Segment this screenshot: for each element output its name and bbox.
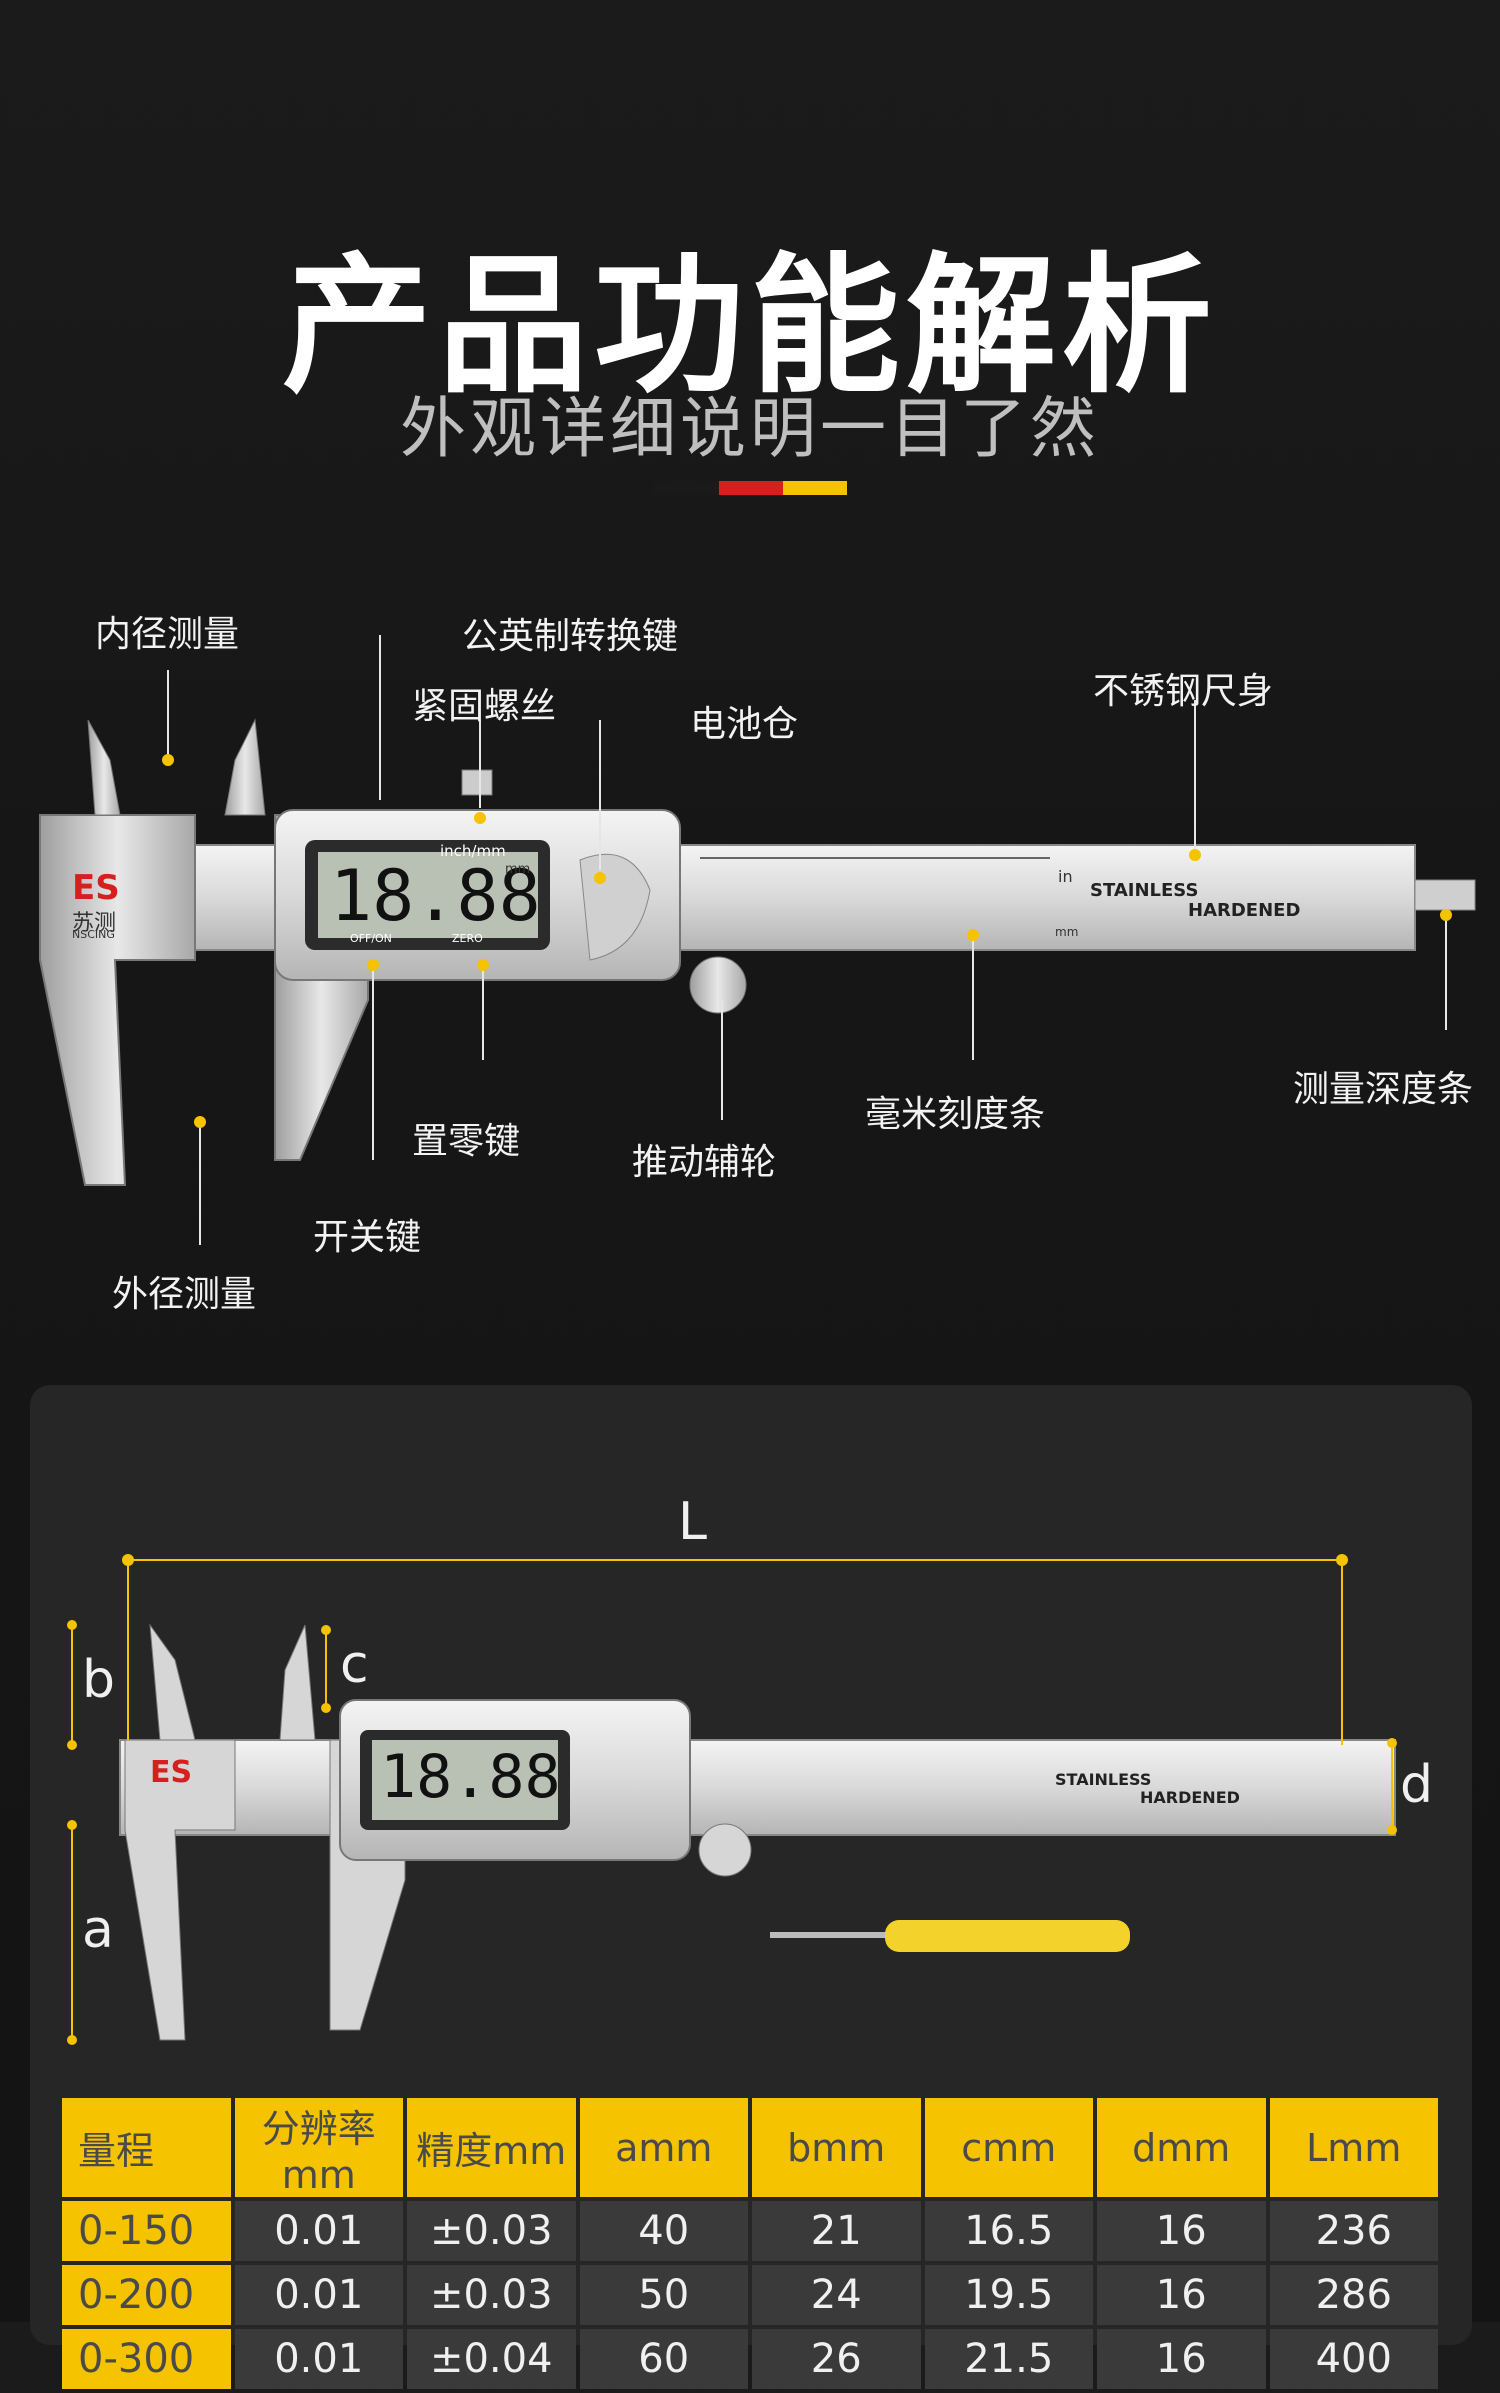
zero-button-label: ZERO <box>452 932 483 945</box>
cell-b: 21 <box>752 2201 921 2261</box>
lcd-value: 18.88 <box>330 855 541 937</box>
cell-resolution: 0.01 <box>234 2265 403 2325</box>
cell-resolution: 0.01 <box>234 2329 403 2389</box>
scale-in-label: in <box>1058 867 1073 886</box>
dimension-c: c <box>340 1635 369 1695</box>
dimension-d: d <box>1400 1755 1434 1815</box>
page-subtitle: 外观详细说明一目了然 <box>400 390 1100 467</box>
callout-zero-key: 置零键 <box>412 1121 521 1162</box>
callout-lock-screw: 紧固螺丝 <box>412 686 557 727</box>
callout-depth-bar: 测量深度条 <box>1293 1069 1474 1110</box>
cell-accuracy: ±0.03 <box>407 2265 576 2325</box>
brand-cn: 苏测 <box>72 911 117 936</box>
dimension-b: b <box>82 1650 116 1710</box>
callout-power-key: 开关键 <box>313 1217 422 1258</box>
header-range: 量程 <box>62 2098 231 2197</box>
cell-c: 19.5 <box>924 2265 1093 2325</box>
cell-range: 0-150 <box>62 2201 231 2261</box>
dimension-L: L <box>678 1492 707 1552</box>
brand-en: NSCING <box>72 928 115 941</box>
cell-a: 40 <box>579 2201 748 2261</box>
callout-outer-measure: 外径测量 <box>112 1274 257 1315</box>
cell-d: 16 <box>1097 2265 1266 2325</box>
offon-button-label: OFF/ON <box>350 932 392 945</box>
cell-accuracy: ±0.04 <box>407 2329 576 2389</box>
header-L: Lmm <box>1269 2098 1438 2197</box>
callout-stainless-body: 不锈钢尺身 <box>1093 671 1274 712</box>
brand-logo-2: ES <box>150 1755 193 1790</box>
cell-d: 16 <box>1097 2329 1266 2389</box>
header-a: amm <box>579 2098 748 2197</box>
brand-logo: ES <box>72 868 120 908</box>
engraving-hardened: HARDENED <box>1188 900 1301 921</box>
lcd-mm: mm <box>505 862 531 877</box>
cell-L: 236 <box>1269 2201 1438 2261</box>
scale-mm-label: mm <box>1055 925 1079 939</box>
cell-L: 400 <box>1269 2329 1438 2389</box>
spec-table: 量程 分辨率mm 精度mm amm bmm cmm dmm Lmm 0-150 … <box>58 2094 1442 2393</box>
cell-L: 286 <box>1269 2265 1438 2325</box>
header-resolution: 分辨率mm <box>234 2098 403 2197</box>
cell-d: 16 <box>1097 2201 1266 2261</box>
cell-b: 24 <box>752 2265 921 2325</box>
header-c: cmm <box>924 2098 1093 2197</box>
table-row: 0-200 0.01 ±0.03 50 24 19.5 16 286 <box>62 2265 1438 2325</box>
callout-unit-switch: 公英制转换键 <box>462 616 679 657</box>
engraving-stainless-2: STAINLESS <box>1055 1770 1152 1789</box>
page-title: 产品功能解析 <box>281 240 1218 414</box>
lcd-value-2: 18.88 <box>380 1742 561 1812</box>
cell-a: 50 <box>579 2265 748 2325</box>
cell-c: 16.5 <box>924 2201 1093 2261</box>
header-b: bmm <box>752 2098 921 2197</box>
table-row: 0-300 0.01 ±0.04 60 26 21.5 16 400 <box>62 2329 1438 2389</box>
cell-b: 26 <box>752 2329 921 2389</box>
spec-table-header-row: 量程 分辨率mm 精度mm amm bmm cmm dmm Lmm <box>62 2098 1438 2197</box>
engraving-hardened-2: HARDENED <box>1140 1788 1240 1807</box>
caliper-dimension-illustration <box>67 1554 1397 2045</box>
cell-c: 21.5 <box>924 2329 1093 2389</box>
callout-thumb-wheel: 推动辅轮 <box>632 1142 777 1183</box>
table-row: 0-150 0.01 ±0.03 40 21 16.5 16 236 <box>62 2201 1438 2261</box>
accent-color-bar <box>655 481 847 495</box>
callout-battery: 电池仓 <box>690 704 799 745</box>
cell-resolution: 0.01 <box>234 2201 403 2261</box>
header-d: dmm <box>1097 2098 1266 2197</box>
display-unit-label: inch/mm <box>440 842 506 860</box>
cell-range: 0-300 <box>62 2329 231 2389</box>
cell-accuracy: ±0.03 <box>407 2201 576 2261</box>
header-accuracy: 精度mm <box>407 2098 576 2197</box>
callout-inner-measure: 内径测量 <box>95 614 240 655</box>
dimension-a: a <box>82 1900 114 1960</box>
cell-range: 0-200 <box>62 2265 231 2325</box>
caliper-illustration <box>39 635 1476 1245</box>
engraving-stainless: STAINLESS <box>1090 880 1199 901</box>
callout-mm-scale: 毫米刻度条 <box>865 1094 1046 1135</box>
cell-a: 60 <box>579 2329 748 2389</box>
